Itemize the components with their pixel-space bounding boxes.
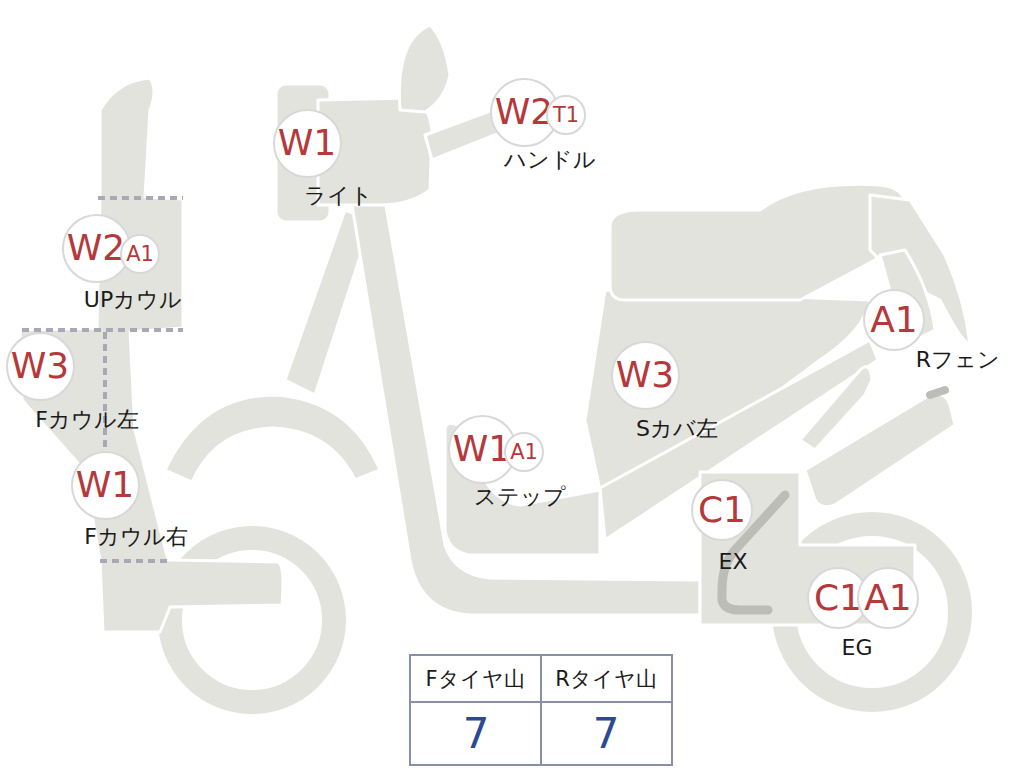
damage-callout: W1 [273,109,342,178]
table-header: Fタイヤ山 [425,669,524,690]
damage-code: W3 [616,357,675,393]
part-name: Sカバ左 [636,418,718,440]
tread-value: 7 [593,713,620,755]
damage-code: C1 [814,580,862,616]
damage-code: W2 [67,230,126,266]
damage-code: T1 [553,105,579,126]
damage-code: A1 [126,244,154,265]
part-name: EG [842,637,873,659]
damage-callout: C1 [691,479,753,541]
damage-code: A1 [510,442,538,463]
damage-code: A1 [870,302,918,338]
part-name: ハンドル [504,149,596,171]
damage-callout: A1 [504,432,544,472]
damage-callout: W3 [611,341,680,410]
part-name: Fカウル左 [35,409,139,431]
damage-callout: A1 [863,289,925,351]
damage-callout: A1 [120,234,160,274]
damage-callout: A1 [857,567,919,629]
damage-code: W3 [11,348,70,384]
damage-callout: W1 [71,451,140,520]
damage-code: C1 [698,492,746,528]
part-name: Fカウル右 [84,526,188,548]
table-header: Rタイヤ山 [555,669,657,690]
damage-code: W1 [453,431,512,467]
part-name: Rフェン [916,349,1000,371]
damage-callout: W3 [6,332,75,401]
damage-callout: T1 [546,95,586,135]
part-name: ステップ [474,486,566,508]
damage-code: W2 [495,94,554,130]
tire-table [410,655,672,765]
part-name: ライト [304,185,373,207]
tread-value: 7 [463,713,490,755]
damage-code: W1 [278,125,337,161]
part-name: UPカウル [84,289,182,311]
part-name: EX [719,551,748,573]
damage-code: W1 [76,467,135,503]
damage-code: A1 [864,580,912,616]
